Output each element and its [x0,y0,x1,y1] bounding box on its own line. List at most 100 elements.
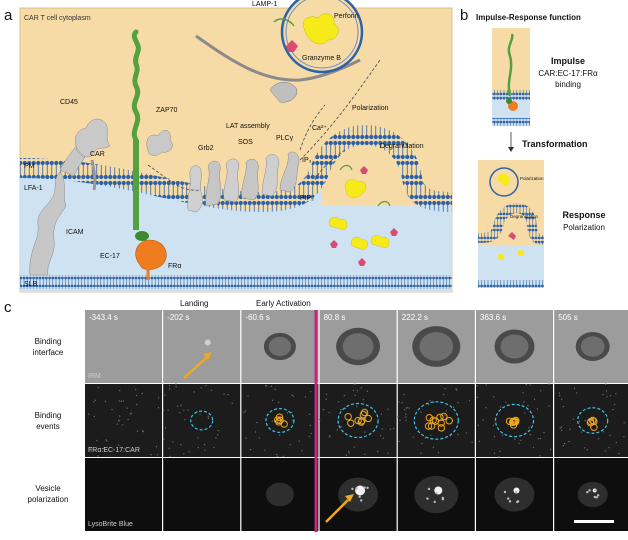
impulse-title: Impulse [551,56,585,66]
plasma-membrane [19,124,453,213]
label-pip2: PIP₂ [300,195,314,202]
binding-event [590,417,598,426]
cell-fluorescence [265,482,294,507]
label-pm: PM [24,163,35,170]
binding-event [440,412,448,421]
row1-label1: Binding [35,337,62,346]
binding-event [275,418,283,426]
impulse-sub2: binding [555,80,581,89]
micrograph-r1-c2 [163,310,241,383]
cell-fluorescence [494,477,535,512]
row1-channel: IRM [88,373,101,380]
label-zap70: ZAP70 [156,107,178,114]
binding-event [354,416,362,425]
binding-event [276,416,284,425]
panel-c: c Landing Early Activation Binding inter… [4,299,628,532]
scale-bar [574,520,614,523]
binding-event [425,414,434,422]
extracellular-space [20,176,322,292]
row2-channel: FRα:EC-17:CAR [88,447,140,454]
cell-fluorescence [577,481,608,508]
label-lfa1: LFA-1 [24,185,43,192]
row3-label1: Vesicle [35,484,61,493]
response-sub: Polarization [563,223,605,232]
row3-label2: polarization [28,495,69,504]
label-granzyme: Granzyme B [302,55,341,62]
granzyme-granule [286,40,298,52]
panel-a-letter: a [4,7,13,24]
fra-receptor [135,239,167,270]
car-receptor [131,29,141,143]
label-car: CAR [90,151,105,158]
landing-arrow [183,357,207,379]
label-icam: ICAM [66,229,84,236]
polarization-path [299,59,381,161]
binding-event [358,417,366,425]
response-title: Response [562,210,605,220]
polarization-arrow [325,499,349,523]
label-slb: SLB [24,281,38,288]
perforin-granule [302,13,339,45]
panel-c-letter: c [4,299,12,316]
label-grb2: Grb2 [198,145,214,152]
landing-label: Landing [180,299,208,308]
time-label-3: -60.6 s [245,313,269,322]
binding-event [588,416,597,425]
lamp1-marker [273,18,295,27]
impulse-sub1: CAR:EC-17:FRα [538,69,598,78]
binding-event [344,413,352,421]
micrograph-r2-c1 [85,384,162,457]
time-label-4: 80.8 s [324,313,346,322]
time-label-2: -202 s [167,313,189,322]
cd45-protein [75,118,111,158]
binding-event [429,416,437,424]
micrograph-r2-c6 [476,384,553,457]
micrograph-grid [85,310,628,531]
microtubule [195,34,361,82]
row1-label2: interface [33,348,64,357]
cell-outline [577,407,609,434]
early-activation-label: Early Activation [256,299,311,308]
lat-assembly-cluster [187,151,300,213]
time-label-6: 363.6 s [480,313,506,322]
micrograph-r3-c2 [163,458,241,531]
binding-event [364,414,372,423]
label-ec17: EC-17 [100,253,120,260]
micrograph-r2-c2 [163,384,241,457]
row3-channel: LysoBrite Blue [88,521,133,528]
binding-event [424,422,433,430]
label-ca: Ca²⁺ [312,125,327,132]
mini-polarization-label: Polarization [520,176,544,181]
label-degranulation: Degranulation [380,143,424,150]
transformation-label: Transformation [522,139,588,149]
cell-outline [190,410,214,431]
label-lat-assembly: LAT assembly [226,123,270,130]
cell-outline [337,402,379,439]
label-sos: SOS [238,139,253,146]
panel-b-title: Impulse-Response function [476,13,581,22]
binding-event [445,417,453,425]
row2-label2: events [36,422,60,431]
panel-a: a CAR T cell cytoplasm [4,0,453,293]
cytoplasm-label: CAR T cell cytoplasm [24,15,91,22]
cell-outline [413,401,459,440]
binding-event [275,413,284,421]
cell-fluorescence [414,475,459,514]
label-plc: PLCγ [276,135,294,142]
label-polarization: Polarization [352,105,389,112]
panel-b: b Impulse-Response function Impulse CAR:… [460,7,606,288]
binding-event [586,419,595,427]
binding-event [509,421,518,429]
binding-event [347,419,355,427]
row2-label1: Binding [35,411,62,420]
panel-b-letter: b [460,7,468,24]
label-cd45: CD45 [60,99,78,106]
cell-outline [494,403,535,438]
icam-protein [29,171,67,276]
binding-event [437,424,446,432]
label-fra: FRα [168,263,181,270]
zap70-protein [146,129,173,156]
supported-lipid-bilayer [20,275,452,289]
